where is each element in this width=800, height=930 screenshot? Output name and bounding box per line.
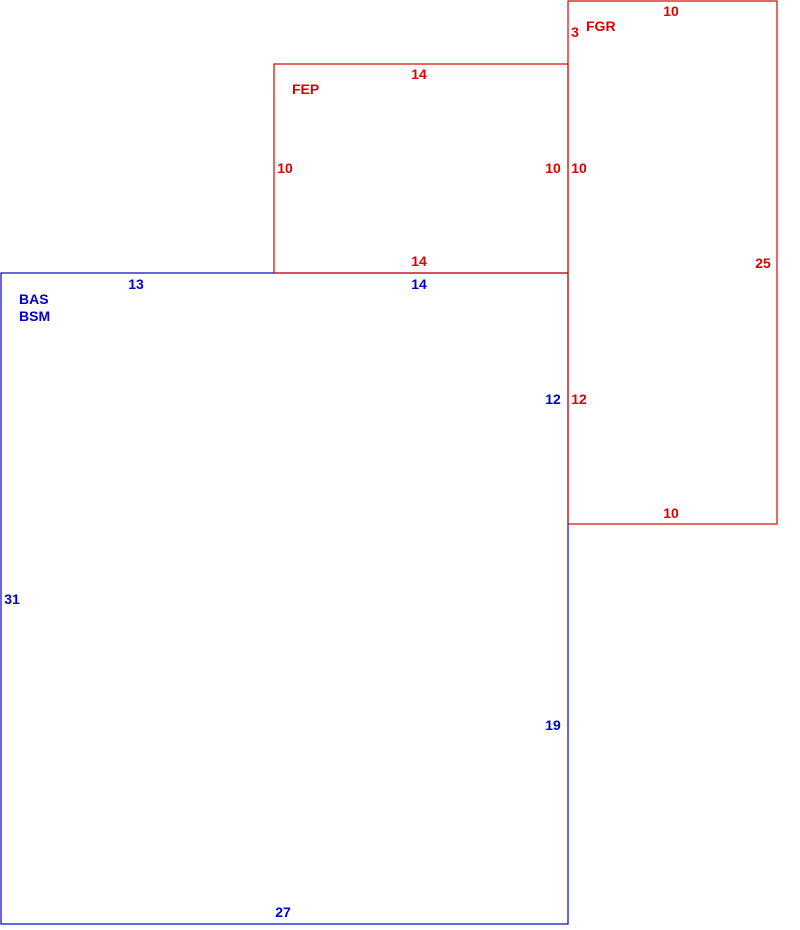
bsm-room-label: BSM <box>19 308 50 324</box>
bas-dim-top-left: 13 <box>128 276 144 292</box>
fep-dim-top: 14 <box>411 66 427 82</box>
fep-dim-left: 10 <box>277 160 293 176</box>
fep-dim-right: 10 <box>545 160 561 176</box>
bas-room-outline <box>0 272 569 925</box>
bas-dim-right-upper: 12 <box>545 391 561 407</box>
bas-dim-right-lower: 19 <box>545 717 561 733</box>
bas-room-label: BAS <box>19 291 49 307</box>
bas-dim-bottom: 27 <box>275 904 291 920</box>
fgr-room-outline <box>567 0 778 525</box>
bas-dim-left: 31 <box>4 591 20 607</box>
fgr-dim-left-lower: 12 <box>571 391 587 407</box>
fgr-dim-right: 25 <box>755 255 771 271</box>
fep-dim-bottom: 14 <box>411 253 427 269</box>
bas-dim-top-right: 14 <box>411 276 427 292</box>
fgr-dim-left-upper: 10 <box>571 160 587 176</box>
fgr-dim-corner: 3 <box>571 24 579 40</box>
fep-room-label: FEP <box>292 81 319 97</box>
fgr-dim-top: 10 <box>663 3 679 19</box>
fgr-room-label: FGR <box>586 18 616 34</box>
fgr-dim-bottom: 10 <box>663 505 679 521</box>
